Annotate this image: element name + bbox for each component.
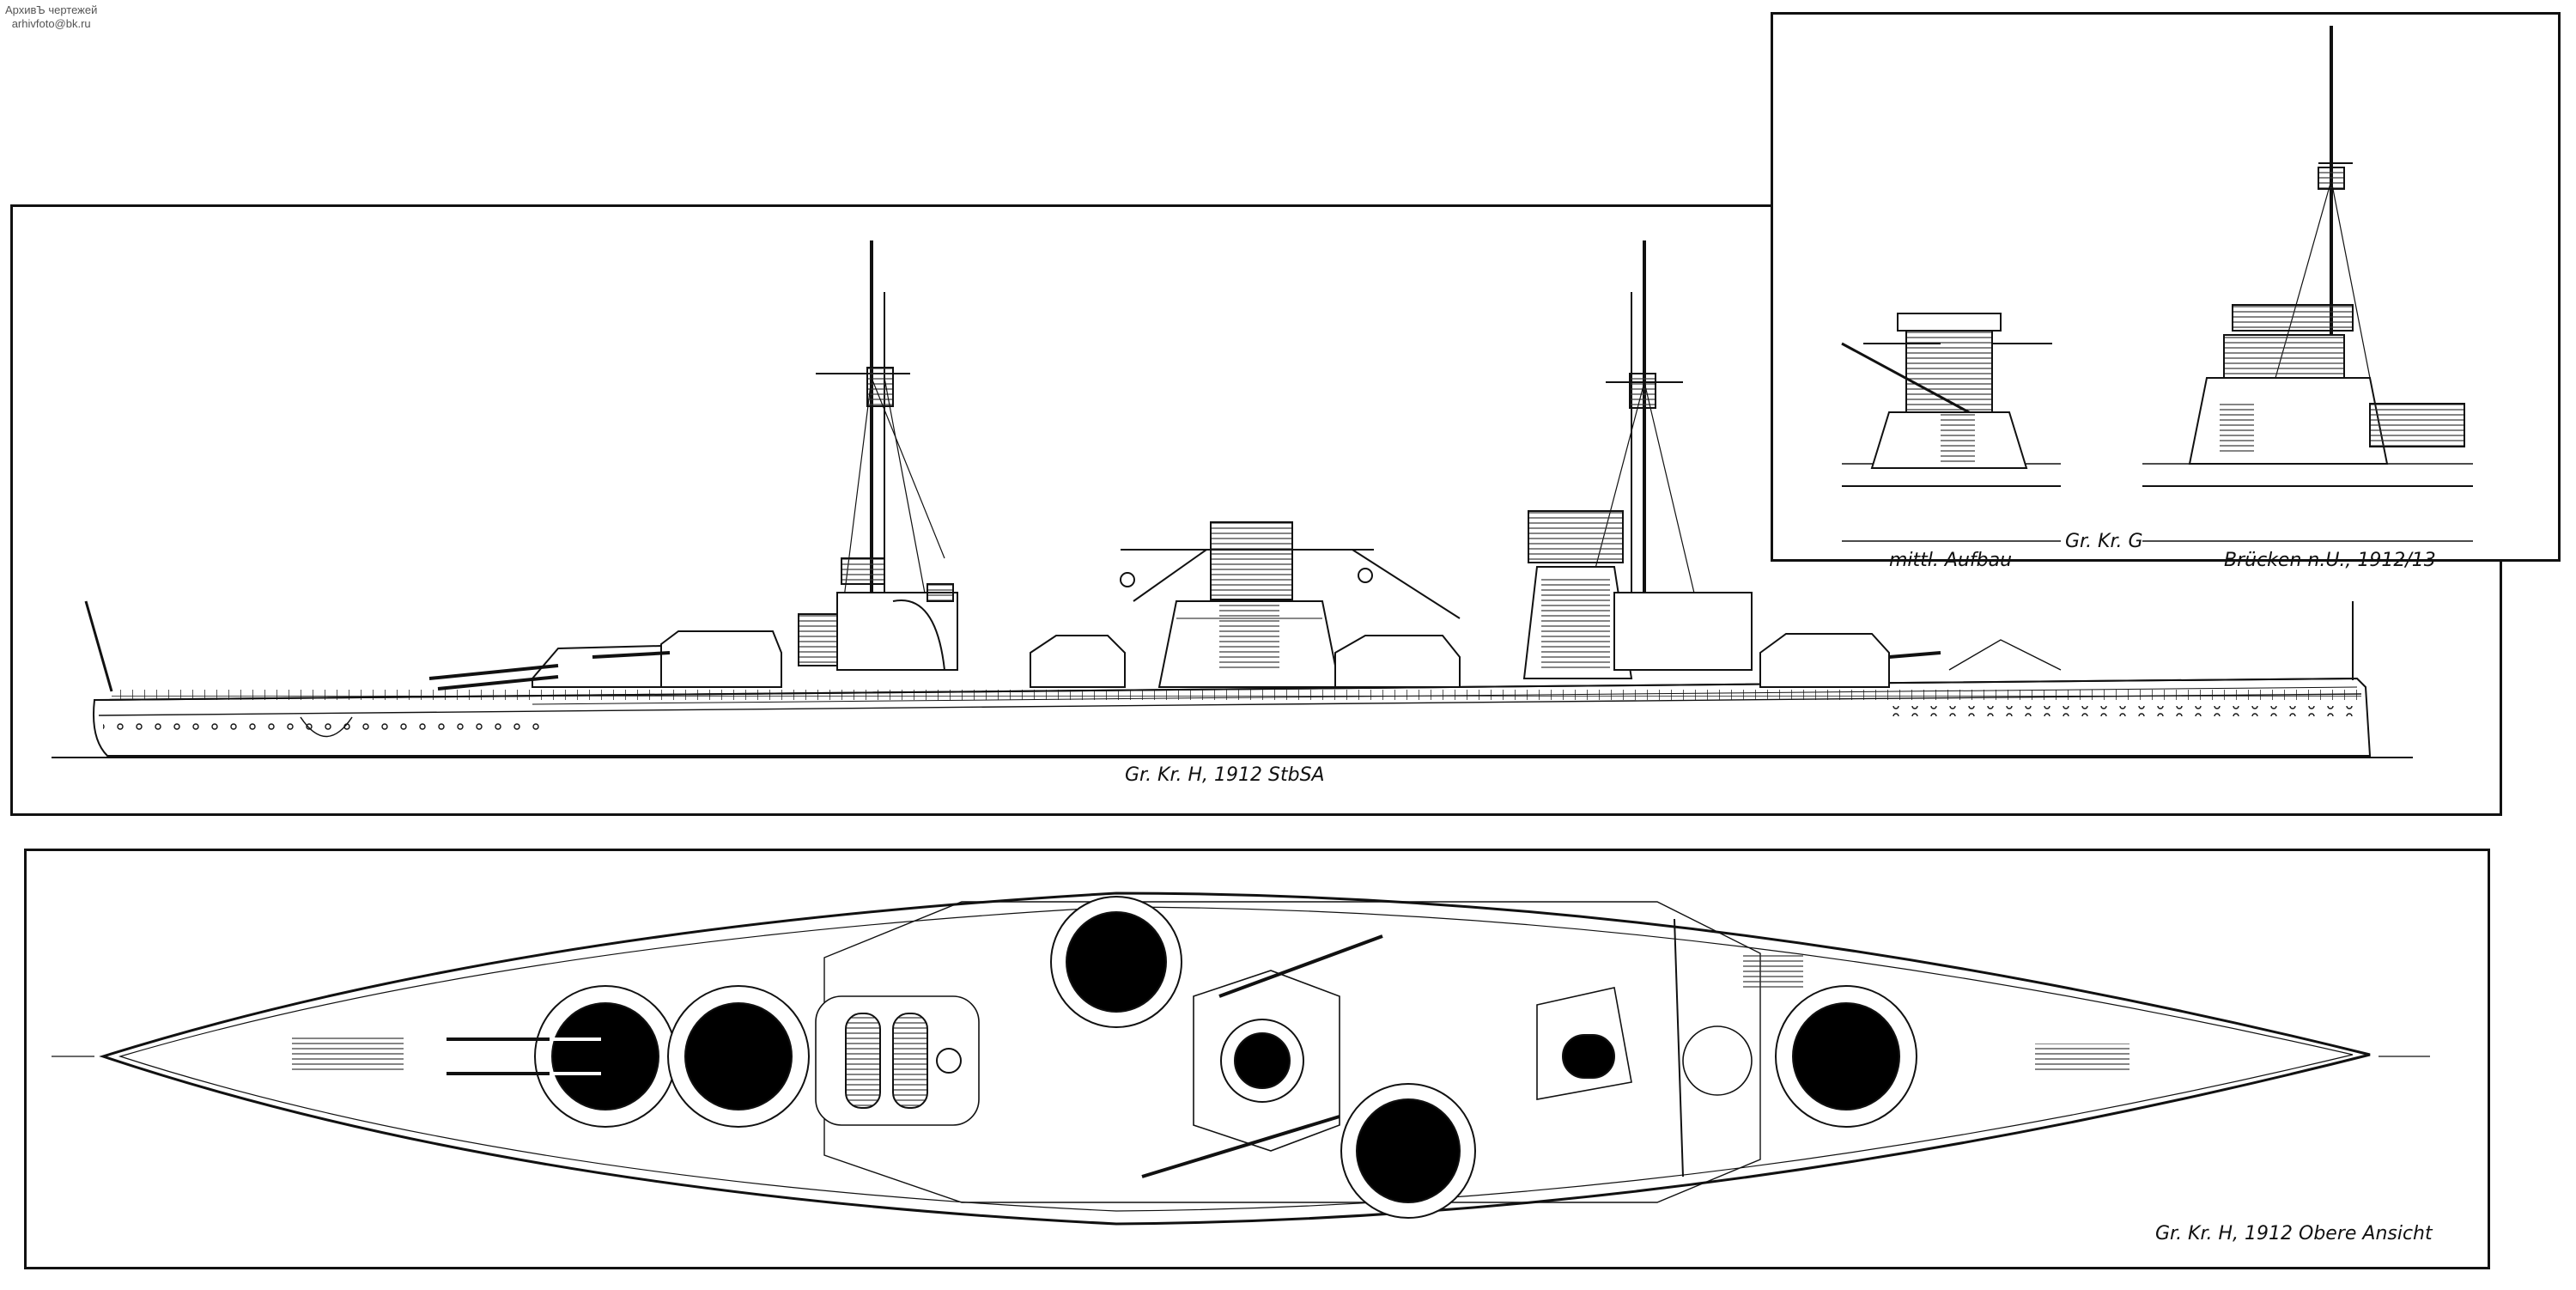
watermark-email: arhivfoto@bk.ru xyxy=(11,17,91,30)
inset-frame xyxy=(1771,12,2561,562)
watermark-title: АрхивЪ чертежей xyxy=(5,3,98,16)
inset-caption-left: mittl. Aufbau xyxy=(1889,550,2013,571)
mid-superstructure xyxy=(1841,313,2061,487)
inset-caption-center: Gr. Kr. G xyxy=(2065,531,2143,552)
turret-c xyxy=(1066,911,1167,1013)
inset-caption-right: Brücken n.U., 1912/13 xyxy=(2224,550,2436,571)
side-view-caption: Gr. Kr. H, 1912 StbSA xyxy=(1125,764,1325,786)
deck-railing xyxy=(112,690,2361,700)
top-view-frame xyxy=(24,849,2490,1269)
mid-funnel xyxy=(1210,521,1293,600)
top-view-caption: Gr. Kr. H, 1912 Obere Ansicht xyxy=(2155,1223,2433,1244)
inset-drawings xyxy=(1841,26,2473,542)
bridge-structure xyxy=(2142,26,2473,487)
turret-a xyxy=(551,1002,659,1110)
turret-e xyxy=(1792,1002,1900,1110)
side-elevation xyxy=(52,240,2413,758)
top-view xyxy=(52,891,2430,1226)
watermark: АрхивЪ чертежей arhivfoto@bk.ru xyxy=(5,3,97,31)
turret-b xyxy=(684,1002,793,1110)
turret-d xyxy=(1356,1098,1461,1203)
